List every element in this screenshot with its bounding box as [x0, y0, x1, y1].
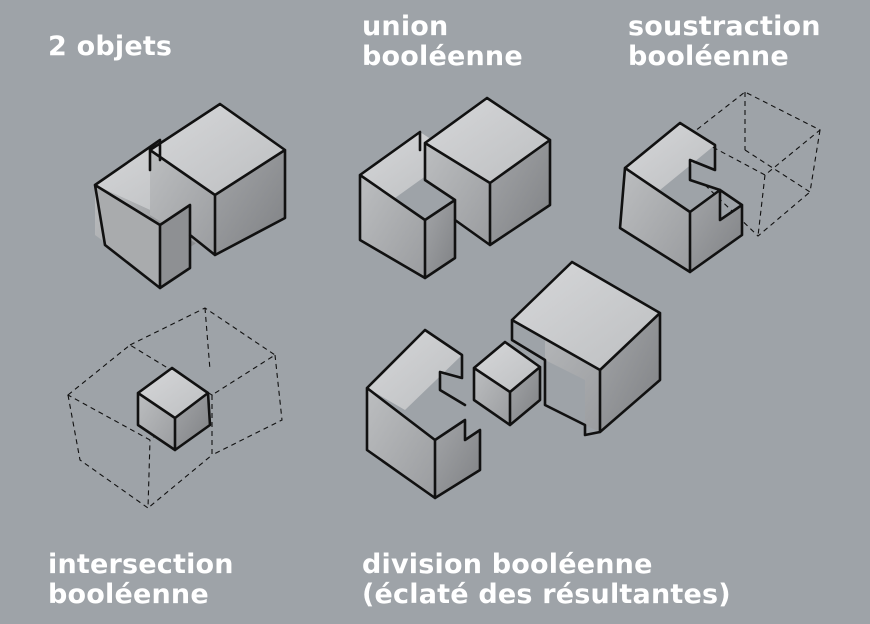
caption-division: division booléenne (éclaté des résultant…: [362, 550, 731, 610]
union-shape: [358, 96, 552, 280]
subtraction-shape: [618, 91, 822, 274]
caption-two-objects: 2 objets: [48, 32, 172, 62]
caption-union: union booléenne: [362, 12, 523, 72]
caption-intersection: intersection booléenne: [48, 550, 234, 610]
caption-division-line-2: (éclaté des résultantes): [362, 579, 731, 610]
caption-subtraction: soustraction booléenne: [628, 12, 821, 72]
caption-subtraction-line-1: soustraction: [628, 11, 821, 42]
caption-intersection-line-2: booléenne: [48, 579, 209, 610]
caption-division-line-1: division booléenne: [362, 549, 653, 580]
caption-union-line-2: booléenne: [362, 41, 523, 72]
division-shape: [365, 260, 662, 500]
caption-two-objects-line: 2 objets: [48, 31, 173, 62]
intersection-shape: [67, 307, 283, 510]
caption-subtraction-line-2: booléenne: [628, 41, 789, 72]
caption-intersection-line-1: intersection: [48, 549, 234, 580]
two-objects-shape: [93, 102, 287, 290]
caption-union-line-1: union: [362, 11, 449, 42]
